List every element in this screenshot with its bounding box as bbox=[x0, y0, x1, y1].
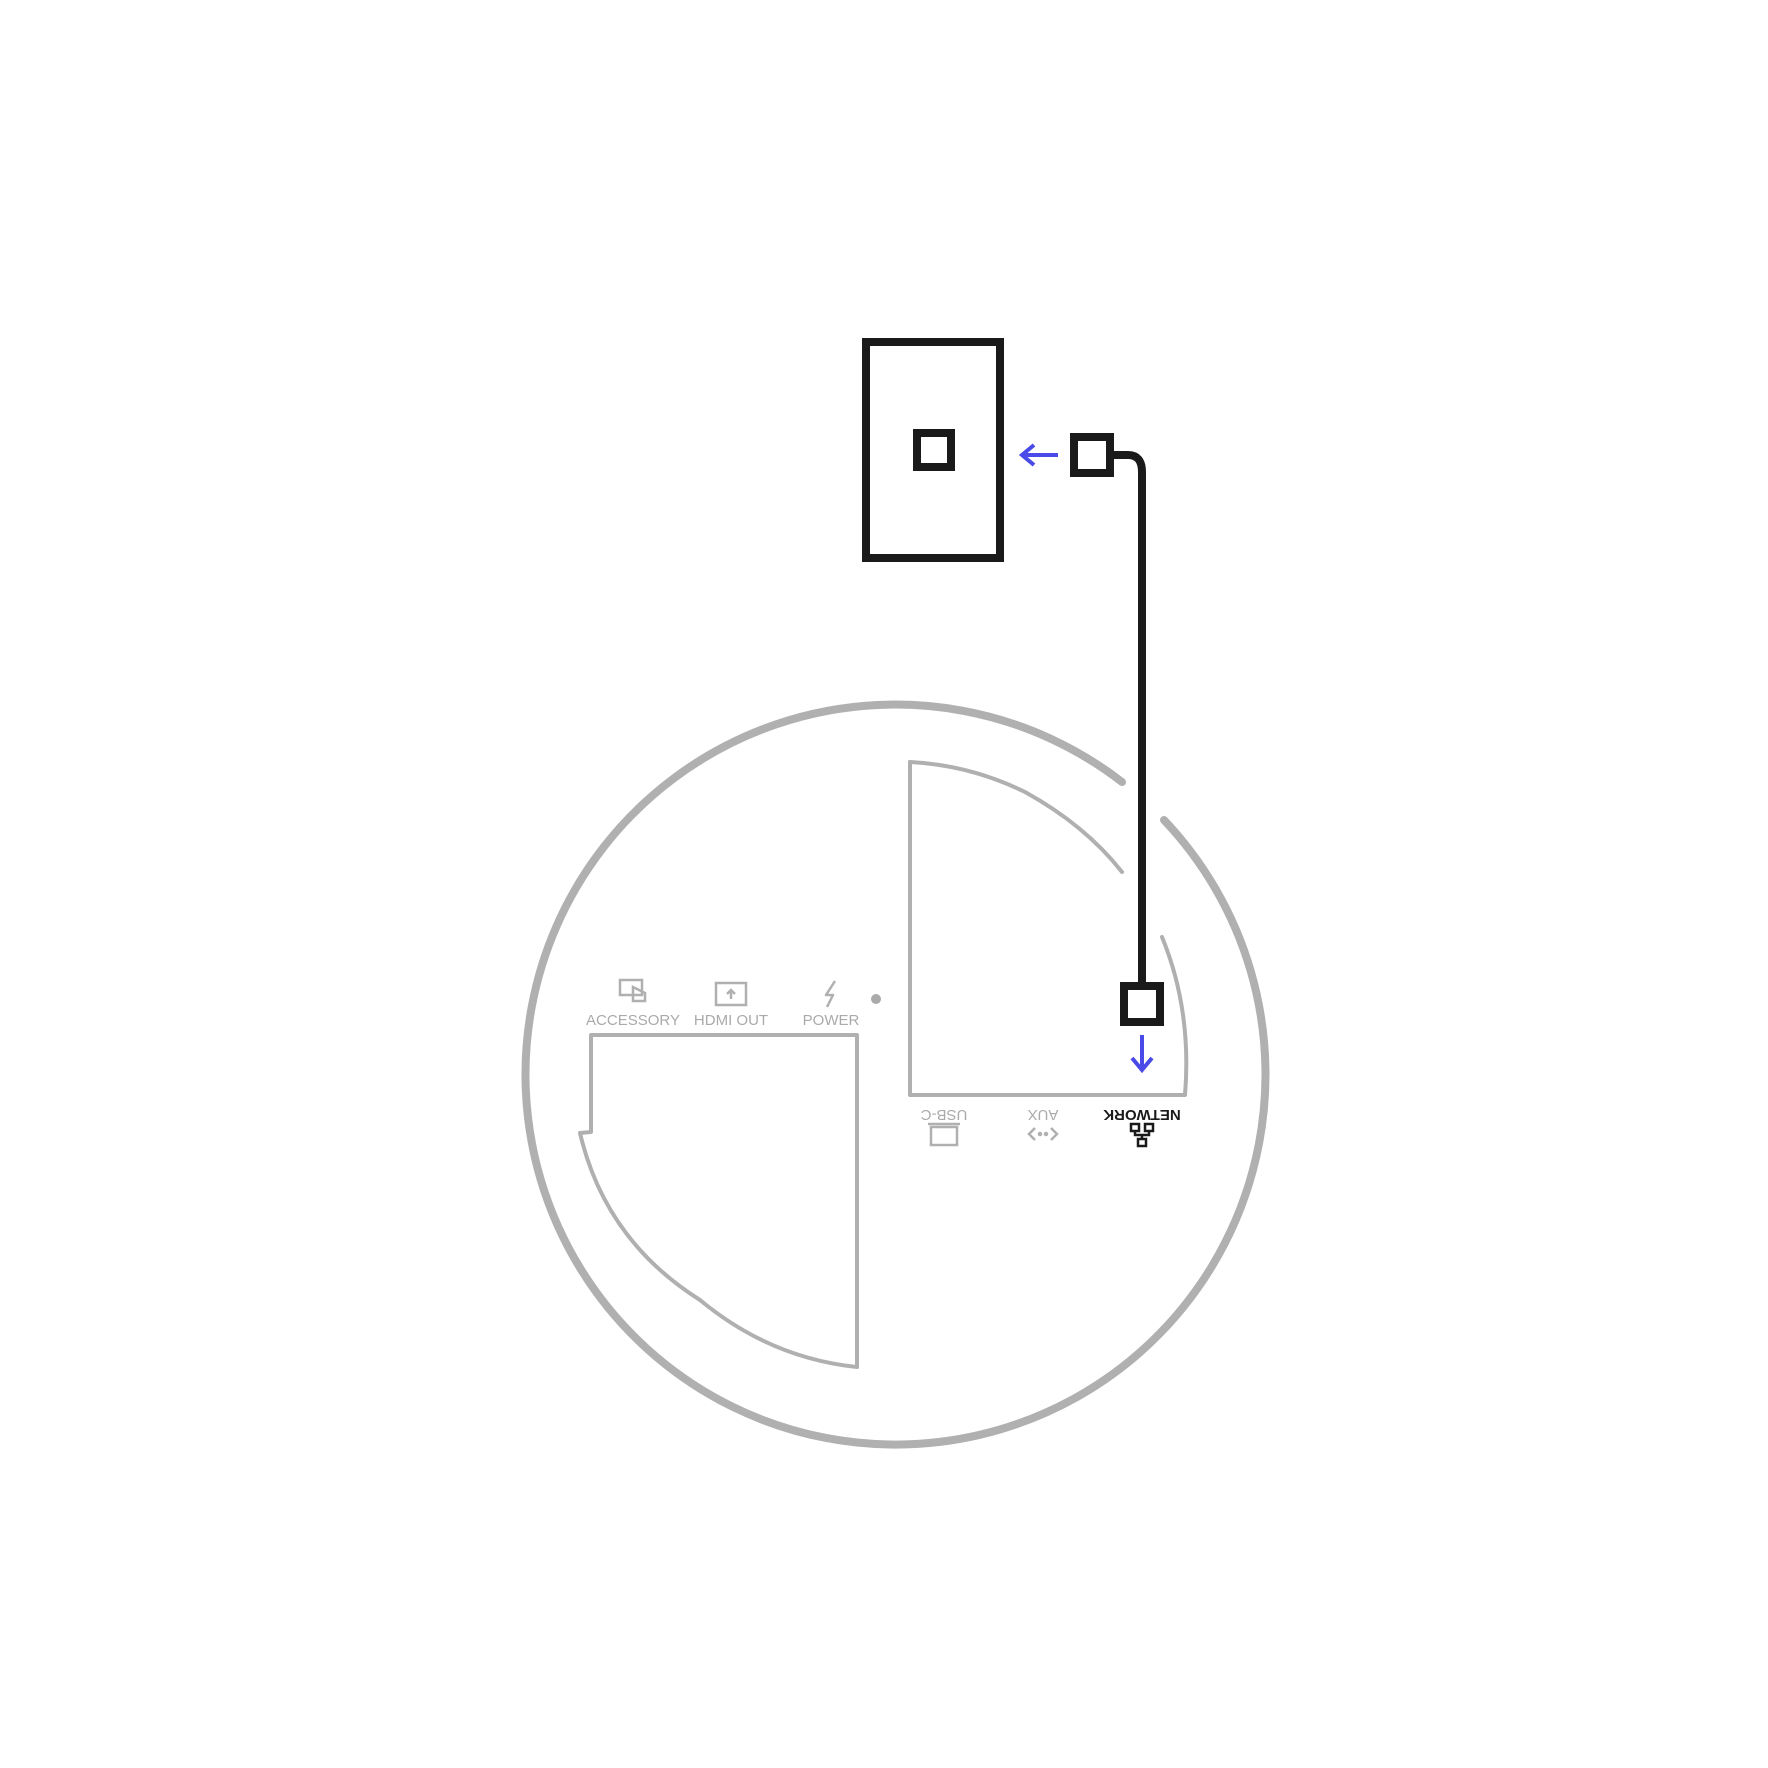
port-label-network: NETWORK bbox=[1103, 1106, 1181, 1123]
status-led bbox=[871, 994, 881, 1004]
lightning-icon bbox=[824, 980, 837, 1008]
network-icon bbox=[1129, 1122, 1155, 1148]
arrow-down-icon bbox=[1130, 1035, 1154, 1074]
touch-screen-icon bbox=[618, 978, 647, 1003]
ethernet-wall-jack-icon bbox=[862, 338, 1004, 562]
port-label-hdmi-out: HDMI OUT bbox=[694, 1012, 768, 1029]
port-label-accessory: ACCESSORY bbox=[586, 1012, 680, 1029]
arrow-left-icon bbox=[1018, 443, 1058, 467]
aux-arrows-icon bbox=[1027, 1127, 1059, 1141]
port-label-aux: AUX bbox=[1028, 1106, 1059, 1123]
top-port-row: ACCESSORY HDMI OUT POWER bbox=[586, 978, 881, 1029]
port-label-usb-c: USB-C bbox=[920, 1106, 967, 1123]
bottom-port-row: USB-C AUX NETWORK bbox=[920, 1106, 1181, 1148]
device-body bbox=[521, 700, 1270, 1449]
network-cable bbox=[1070, 433, 1164, 1026]
hdmi-display-icon bbox=[714, 981, 748, 1007]
usb-c-icon bbox=[928, 1122, 960, 1147]
port-label-power: POWER bbox=[803, 1012, 860, 1029]
cable-connector-plug bbox=[1120, 982, 1164, 1026]
